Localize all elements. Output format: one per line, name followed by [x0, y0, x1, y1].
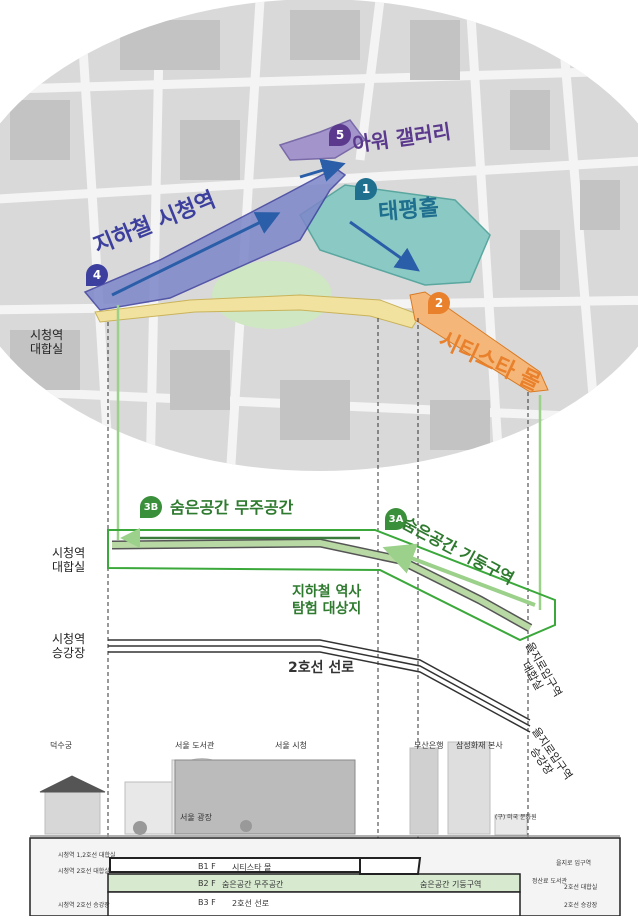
left-small-1: 시청역 2호선 대합실 — [58, 868, 110, 875]
plaza-label: 서울 광장 — [180, 813, 212, 822]
right-small-2: 2호선 대합실 — [564, 884, 598, 891]
building-samsung: 삼성화재 본사 — [456, 741, 503, 750]
line2-label: 2호선 선로 — [288, 660, 355, 676]
left-small-0: 시청역 1,2호선 대합실 — [58, 852, 116, 859]
floor-b1-code: B1 F — [198, 862, 216, 871]
marker-1-badge: 1 — [355, 178, 377, 200]
floor-b1-name: 시티스타 몰 — [232, 863, 272, 872]
marker-2-badge: 2 — [428, 292, 450, 314]
building-library: 서울 도서관 — [175, 741, 215, 750]
left-small-2: 시청역 2호선 승강장 — [58, 902, 110, 909]
right-small-3: 2호선 승강장 — [564, 902, 598, 909]
city-hall-platform-label: 시청역 승강장 — [52, 632, 86, 661]
building-deoksugung: 덕수궁 — [50, 741, 73, 750]
floor-b2-code: B2 F — [198, 879, 216, 888]
marker-1-label: 태평홀 — [377, 195, 440, 226]
floor-b2-name2: 숨은공간 기둥구역 — [420, 880, 482, 889]
floor-b2-name: 숨은공간 무주공간 — [222, 880, 284, 889]
right-small-1: 정산료 도서관 — [532, 878, 568, 885]
right-small-0: 을지로 입구역 — [556, 860, 592, 867]
marker-3a-badge: 3A — [385, 508, 407, 530]
marker-3b-badge: 3B — [140, 496, 162, 518]
city-hall-hall-label: 시청역 대합실 — [52, 546, 86, 575]
building-elevation — [39, 741, 528, 836]
marker-5-badge: 5 — [329, 124, 351, 146]
city-hall-hall-top-label: 시청역 대합실 — [30, 328, 64, 357]
marker-3b-label: 숨은공간 무주공간 — [170, 498, 294, 517]
building-city-hall: 서울 시청 — [275, 741, 307, 750]
subway-history-label: 지하철 역사 탐험 대상지 — [292, 584, 362, 617]
building-busan-bank: 부산은행 — [414, 741, 444, 750]
aerial-map — [0, 0, 638, 471]
floor-b3-name: 2호선 선로 — [232, 899, 270, 908]
marker-4-badge: 4 — [86, 264, 108, 286]
old-bank-label: (구) 미국 문화원 — [495, 814, 537, 821]
floor-b3-code: B3 F — [198, 898, 216, 907]
